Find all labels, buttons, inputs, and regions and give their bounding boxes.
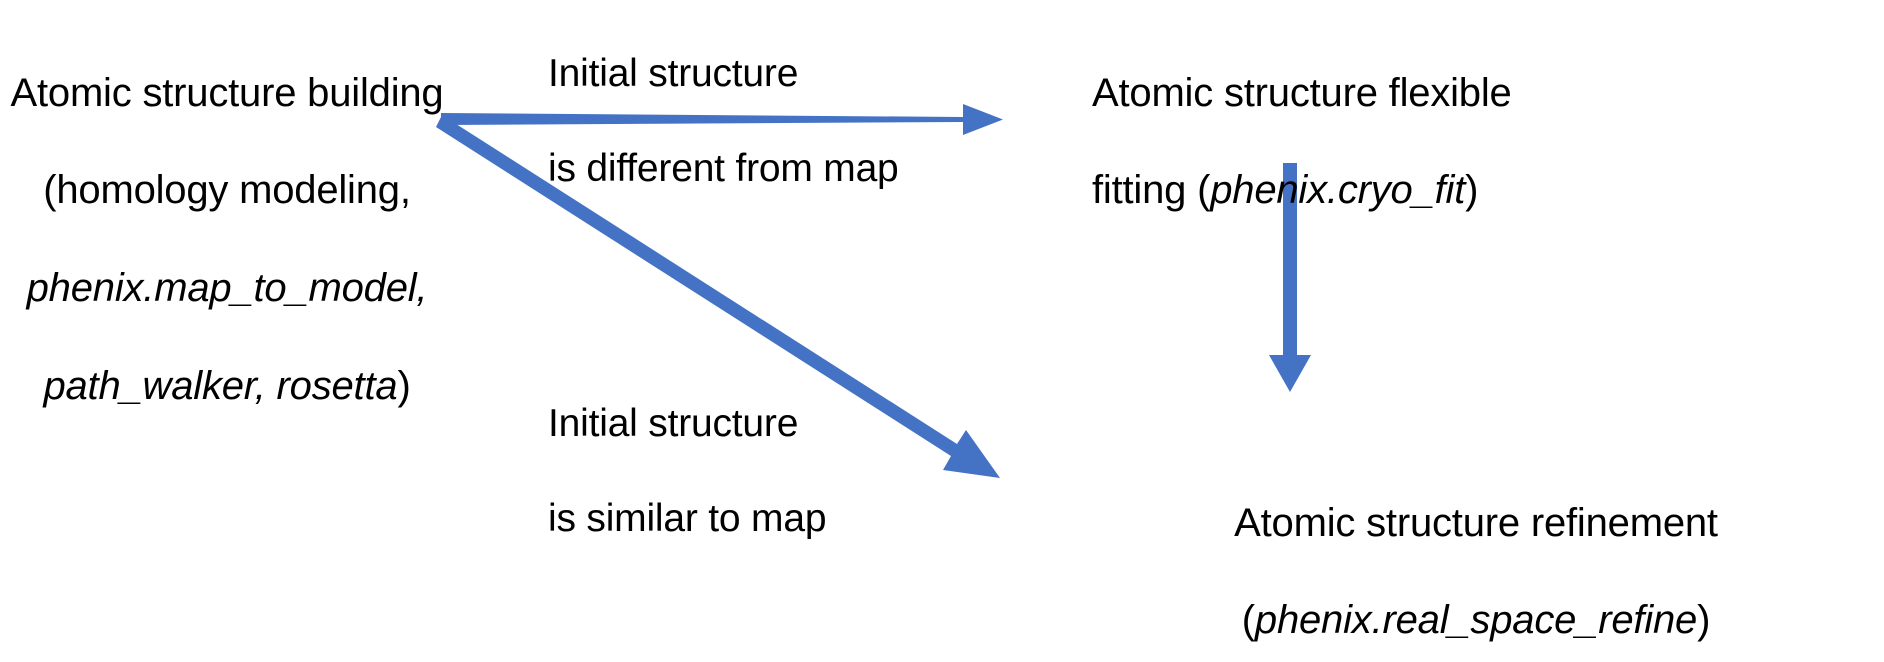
node-building-line-1: Atomic structure building (10, 70, 444, 115)
node-refinement-line-1: Atomic structure refinement (1234, 500, 1718, 545)
edge-label-different-line-2: is different from map (548, 146, 899, 190)
node-building-line-3: phenix.map_to_model, (26, 265, 428, 310)
node-atomic-structure-refinement: Atomic structure refinement (phenix.real… (1068, 450, 1884, 645)
edge-label-initial-structure-similar: Initial structure is similar to map (548, 352, 928, 542)
node-atomic-structure-building: Atomic structure building (homology mode… (2, 20, 452, 410)
edge-label-similar-line-2: is similar to map (548, 496, 827, 540)
node-refinement-line-2-suffix: ) (1697, 598, 1711, 643)
edge-label-similar-line-1: Initial structure (548, 401, 799, 445)
node-fitting-command: phenix.cryo_fit (1210, 168, 1466, 213)
node-fitting-line-2-prefix: fitting ( (1092, 168, 1211, 213)
edge-label-initial-structure-different: Initial structure is different from map (548, 2, 948, 192)
node-building-line-2: (homology modeling, (43, 168, 411, 213)
node-fitting-line-1: Atomic structure flexible (1092, 70, 1512, 115)
node-refinement-line-2-prefix: ( (1241, 598, 1255, 643)
node-atomic-structure-flexible-fitting: Atomic structure flexible fitting (pheni… (1092, 20, 1562, 215)
node-building-line-4-close: ) (397, 363, 411, 408)
node-building-line-4: path_walker, rosetta (43, 363, 398, 408)
node-refinement-command: phenix.real_space_refine (1254, 598, 1698, 643)
node-fitting-line-2-suffix: ) (1465, 168, 1479, 213)
edge-label-different-line-1: Initial structure (548, 51, 799, 95)
